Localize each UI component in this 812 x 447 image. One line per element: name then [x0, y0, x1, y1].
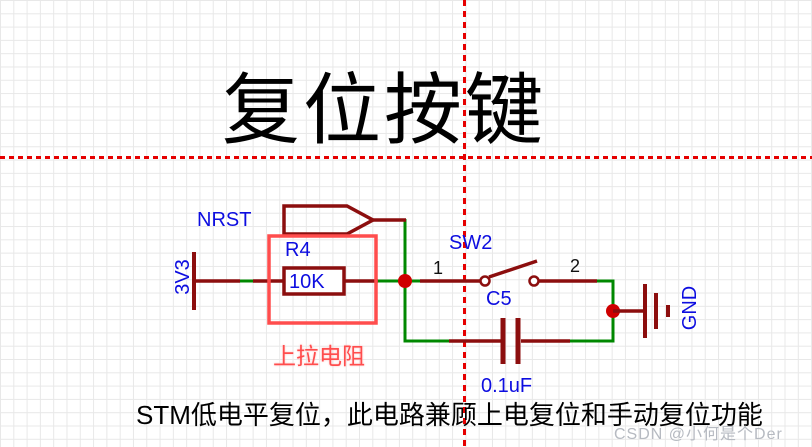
resistor-value: 10K — [289, 271, 325, 293]
watermark: CSDN @小何是个Der — [614, 426, 783, 443]
switch-pin-number-1: 1 — [433, 258, 444, 278]
power-label-3v3: 3V3 — [172, 259, 194, 295]
capacitor-designator: C5 — [486, 288, 512, 310]
resistor-designator: R4 — [285, 239, 311, 261]
pullup-resistor-annotation: 上拉电阻 — [273, 343, 365, 369]
capacitor-symbol[interactable] — [449, 318, 570, 364]
schematic-note: STM低电平复位，此电路兼顾上电复位和手动复位功能 — [136, 400, 763, 430]
capacitor-value: 0.1uF — [481, 375, 533, 397]
switch-designator: SW2 — [449, 232, 493, 254]
resistor-symbol[interactable] — [253, 266, 378, 296]
switch-symbol[interactable] — [420, 259, 597, 287]
selection-highlight — [267, 234, 378, 325]
page-title: 复位按键 — [221, 66, 547, 154]
power-flag-3v3-symbol[interactable] — [192, 252, 240, 310]
wire-vertical-left[interactable] — [403, 219, 449, 343]
ground-label: GND — [679, 285, 701, 331]
net-flag-nrst-symbol[interactable] — [282, 204, 406, 236]
junction-dot[interactable] — [398, 274, 412, 288]
crosshair-vertical-line — [463, 0, 466, 447]
switch-pin-number-2: 2 — [570, 256, 581, 276]
gnd-symbol[interactable] — [613, 284, 670, 338]
crosshair-horizontal-line — [0, 156, 812, 159]
net-label-nrst: NRST — [197, 209, 252, 231]
